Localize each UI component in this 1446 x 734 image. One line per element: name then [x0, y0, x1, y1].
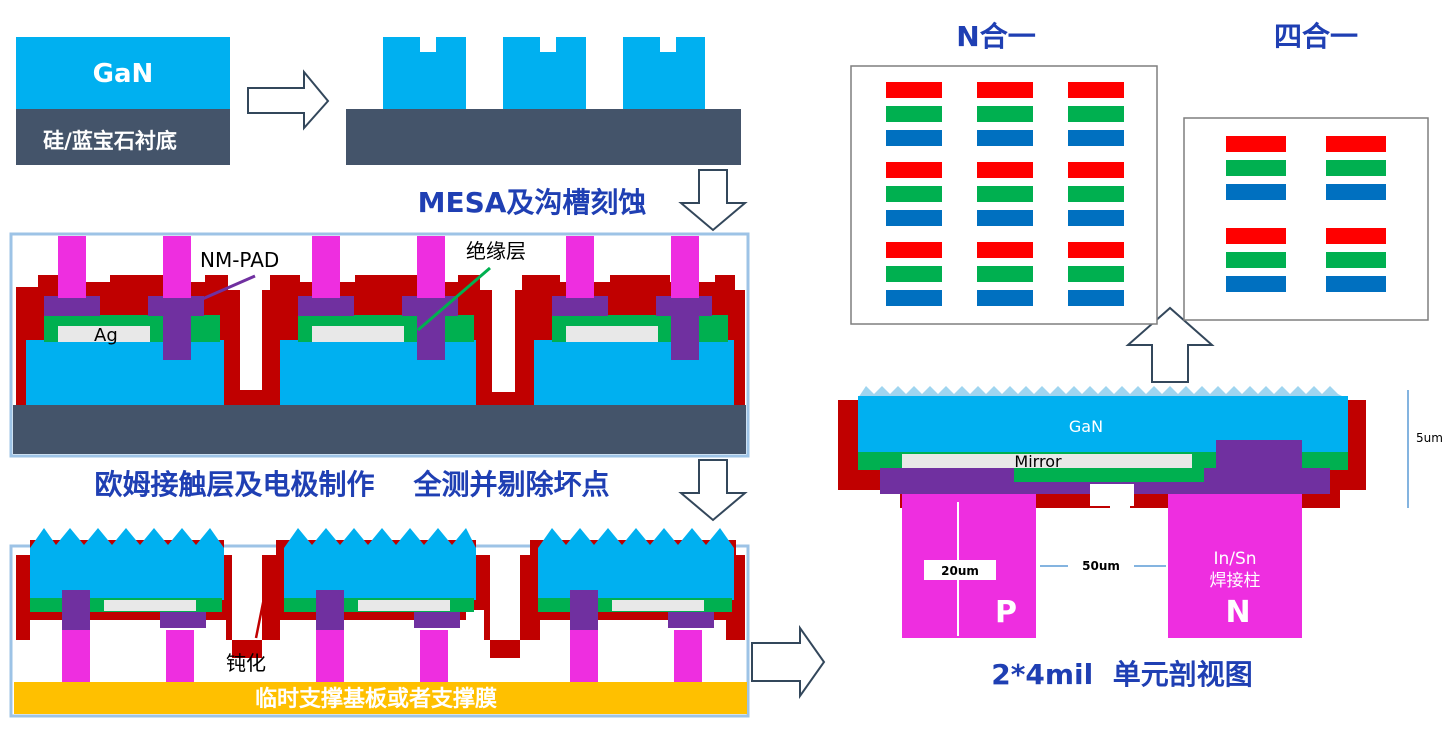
pixel-stripe	[1068, 210, 1124, 226]
step1-wafer: GaN 硅/蓝宝石衬底	[16, 37, 230, 165]
pixel-stripe	[886, 82, 942, 98]
pixel-stripe	[1068, 162, 1124, 178]
pixel-stripe	[886, 242, 942, 258]
gap-label: 50um	[1082, 559, 1120, 573]
arrow-down-1	[678, 169, 748, 232]
height-label: 5um	[1416, 431, 1443, 445]
arrow-right-1	[247, 69, 330, 131]
pixel-stripe	[977, 242, 1033, 258]
pixel-stripe	[1068, 266, 1124, 282]
pixel-stripe	[977, 290, 1033, 306]
pixel-stripe	[1226, 228, 1286, 244]
n-in-one-pixel-grid	[886, 82, 1124, 306]
pixel-stripe	[1226, 136, 1286, 152]
insulator-label: 绝缘层	[466, 239, 526, 263]
step1-gan-label: GaN	[93, 59, 154, 89]
pixel-stripe	[886, 162, 942, 178]
pixel-stripe	[1068, 242, 1124, 258]
pixel-stripe	[1068, 186, 1124, 202]
pixel-stripe	[886, 210, 942, 226]
pixel-stripe	[1326, 160, 1386, 176]
n-label: N	[1225, 595, 1250, 630]
pixel-stripe	[886, 290, 942, 306]
unit-caption: 2*4mil 单元剖视图	[991, 658, 1252, 691]
unit-gan-label: GaN	[1069, 417, 1103, 436]
pixel-stripe	[886, 266, 942, 282]
pixel-stripe	[1326, 276, 1386, 292]
pixel-stripe	[1068, 82, 1124, 98]
pixel-stripe	[1226, 252, 1286, 268]
pixel-stripe	[1326, 184, 1386, 200]
pixel-stripe	[977, 106, 1033, 122]
step2-mesa: MESA及沟槽刻蚀	[346, 37, 741, 219]
passivation-label: 钝化	[226, 651, 266, 675]
four-in-one-title: 四合一	[1274, 20, 1358, 53]
step3-electrodes: NM-PAD 绝缘层 Ag 欧姆接触层及电极制作 全测并剔除坏点	[9, 232, 750, 501]
pixel-stripe	[1326, 136, 1386, 152]
pillar-label-line1: In/Sn	[1213, 549, 1256, 569]
unit-insulator-label: 绝缘层	[1102, 469, 1138, 484]
pixel-stripe	[977, 130, 1033, 146]
arrow-right-2	[751, 624, 826, 700]
unit-mirror-label: Mirror	[1014, 452, 1062, 471]
ag-label: Ag	[94, 325, 118, 346]
support-label: 临时支撑基板或者支撑膜	[255, 686, 497, 712]
pixel-stripe	[977, 82, 1033, 98]
pixel-stripe	[886, 106, 942, 122]
step4-flipped: 临时支撑基板或者支撑膜 钝化	[9, 528, 750, 718]
passivation-arrowhead	[262, 572, 274, 586]
pixel-stripe	[1326, 252, 1386, 268]
step2-caption: MESA及沟槽刻蚀	[418, 186, 647, 219]
nm-pad-label: NM-PAD	[200, 248, 279, 272]
pillar-height-label: 20um	[941, 564, 979, 578]
pixel-stripe	[1326, 228, 1386, 244]
four-in-one-panel: 四合一	[1183, 20, 1429, 321]
unit-pv-label: PV	[1090, 487, 1106, 501]
arrow-down-2	[678, 459, 748, 522]
nm-pad-pointer	[199, 274, 256, 302]
pixel-stripe	[886, 130, 942, 146]
pixel-stripe	[1226, 160, 1286, 176]
pixel-stripe	[1068, 290, 1124, 306]
pixel-stripe	[886, 186, 942, 202]
pixel-stripe	[977, 186, 1033, 202]
unit-cross-section: GaN Mirror 绝缘层 PV 5um 20um 50um In/Sn 焊接…	[838, 386, 1443, 691]
n-in-one-title: N合一	[956, 20, 1035, 53]
passivation-pointer	[254, 577, 270, 639]
pixel-stripe	[977, 162, 1033, 178]
arrow-up	[1125, 306, 1215, 383]
n-in-one-panel: N合一	[850, 20, 1158, 325]
pixel-stripe	[1226, 276, 1286, 292]
four-in-one-pixel-grid	[1226, 136, 1386, 292]
step3-caption: 欧姆接触层及电极制作 全测并剔除坏点	[95, 468, 610, 501]
pixel-stripe	[1068, 130, 1124, 146]
pixel-stripe	[1068, 106, 1124, 122]
insulator-pointer	[417, 266, 491, 332]
p-label: P	[995, 595, 1017, 630]
pixel-stripe	[977, 210, 1033, 226]
pillar-label-line2: 焊接柱	[1210, 571, 1261, 591]
pixel-stripe	[1226, 184, 1286, 200]
step1-substrate-label: 硅/蓝宝石衬底	[43, 129, 177, 153]
pixel-stripe	[977, 266, 1033, 282]
